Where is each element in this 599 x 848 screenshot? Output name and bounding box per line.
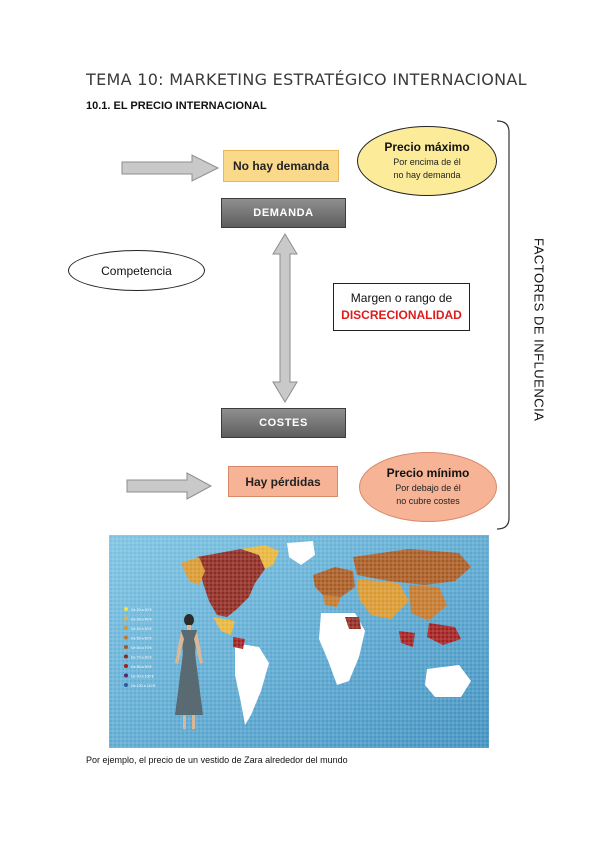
legend-label: De 80 a 90 € [131, 665, 152, 669]
costs-box: COSTES [221, 408, 346, 438]
min-price-ellipse: Precio mínimo Por debajo de él no cubre … [359, 452, 497, 522]
max-price-line: no hay demanda [393, 170, 461, 180]
margin-label: Margen o rango de [350, 291, 453, 305]
right-arrow-icon [126, 472, 213, 500]
legend-swatch [124, 626, 128, 630]
min-price-line: no cubre costes [396, 496, 460, 506]
max-price-line: Por encima de él [393, 157, 461, 167]
legend-swatch [124, 654, 128, 659]
legend-label: De 70 a 80 € [131, 656, 152, 660]
max-price-title: Precio máximo [384, 140, 470, 154]
legend-swatch [124, 664, 128, 668]
world-price-map: De 20 a 30 € De 30 a 40 € De 40 a 50 € De 5… [109, 535, 489, 748]
map-legend: De 20 a 30 € De 30 a 40 € De 40 a 50 € De 5… [124, 607, 155, 688]
no-demand-box: No hay demanda [223, 150, 339, 182]
legend-swatch [124, 607, 128, 611]
min-price-line: Por debajo de él [395, 483, 461, 493]
demand-box: DEMANDA [221, 198, 346, 228]
legend-swatch [124, 635, 128, 640]
legend-label: De 60 a 70 € [131, 646, 152, 650]
discretionality-label: DISCRECIONALIDAD [341, 308, 462, 322]
legend-swatch [124, 673, 128, 678]
factors-label: FACTORES DE INFLUENCIA [531, 238, 547, 422]
right-arrow-icon [121, 154, 220, 182]
figure-caption: Por ejemplo, el precio de un vestido de … [86, 755, 348, 765]
margin-box: Margen o rango de DISCRECIONALIDAD [333, 283, 470, 331]
section-title: 10.1. EL PRECIO INTERNACIONAL [86, 100, 267, 112]
legend-label: De 90 a 100 € [131, 675, 154, 679]
right-bracket-icon [496, 120, 510, 530]
legend-label: De 50 a 60 € [131, 637, 152, 641]
model-figure [175, 614, 203, 729]
max-price-ellipse: Precio máximo Por encima de él no hay de… [357, 126, 497, 196]
double-arrow-icon [272, 233, 298, 403]
legend-label: De 40 a 50 € [131, 627, 152, 631]
page-title: TEMA 10: MARKETING ESTRATÉGICO INTERNACI… [86, 70, 527, 89]
legend-swatch [124, 616, 128, 621]
legend-label: De 30 a 40 € [131, 618, 152, 622]
legend-label: De 100 a 110 € [131, 684, 155, 688]
legend-swatch [124, 683, 128, 687]
legend-swatch [124, 645, 128, 649]
legend-label: De 20 a 30 € [131, 608, 152, 612]
losses-box: Hay pérdidas [228, 466, 338, 497]
min-price-title: Precio mínimo [386, 466, 470, 480]
competition-ellipse: Competencia [68, 250, 205, 291]
